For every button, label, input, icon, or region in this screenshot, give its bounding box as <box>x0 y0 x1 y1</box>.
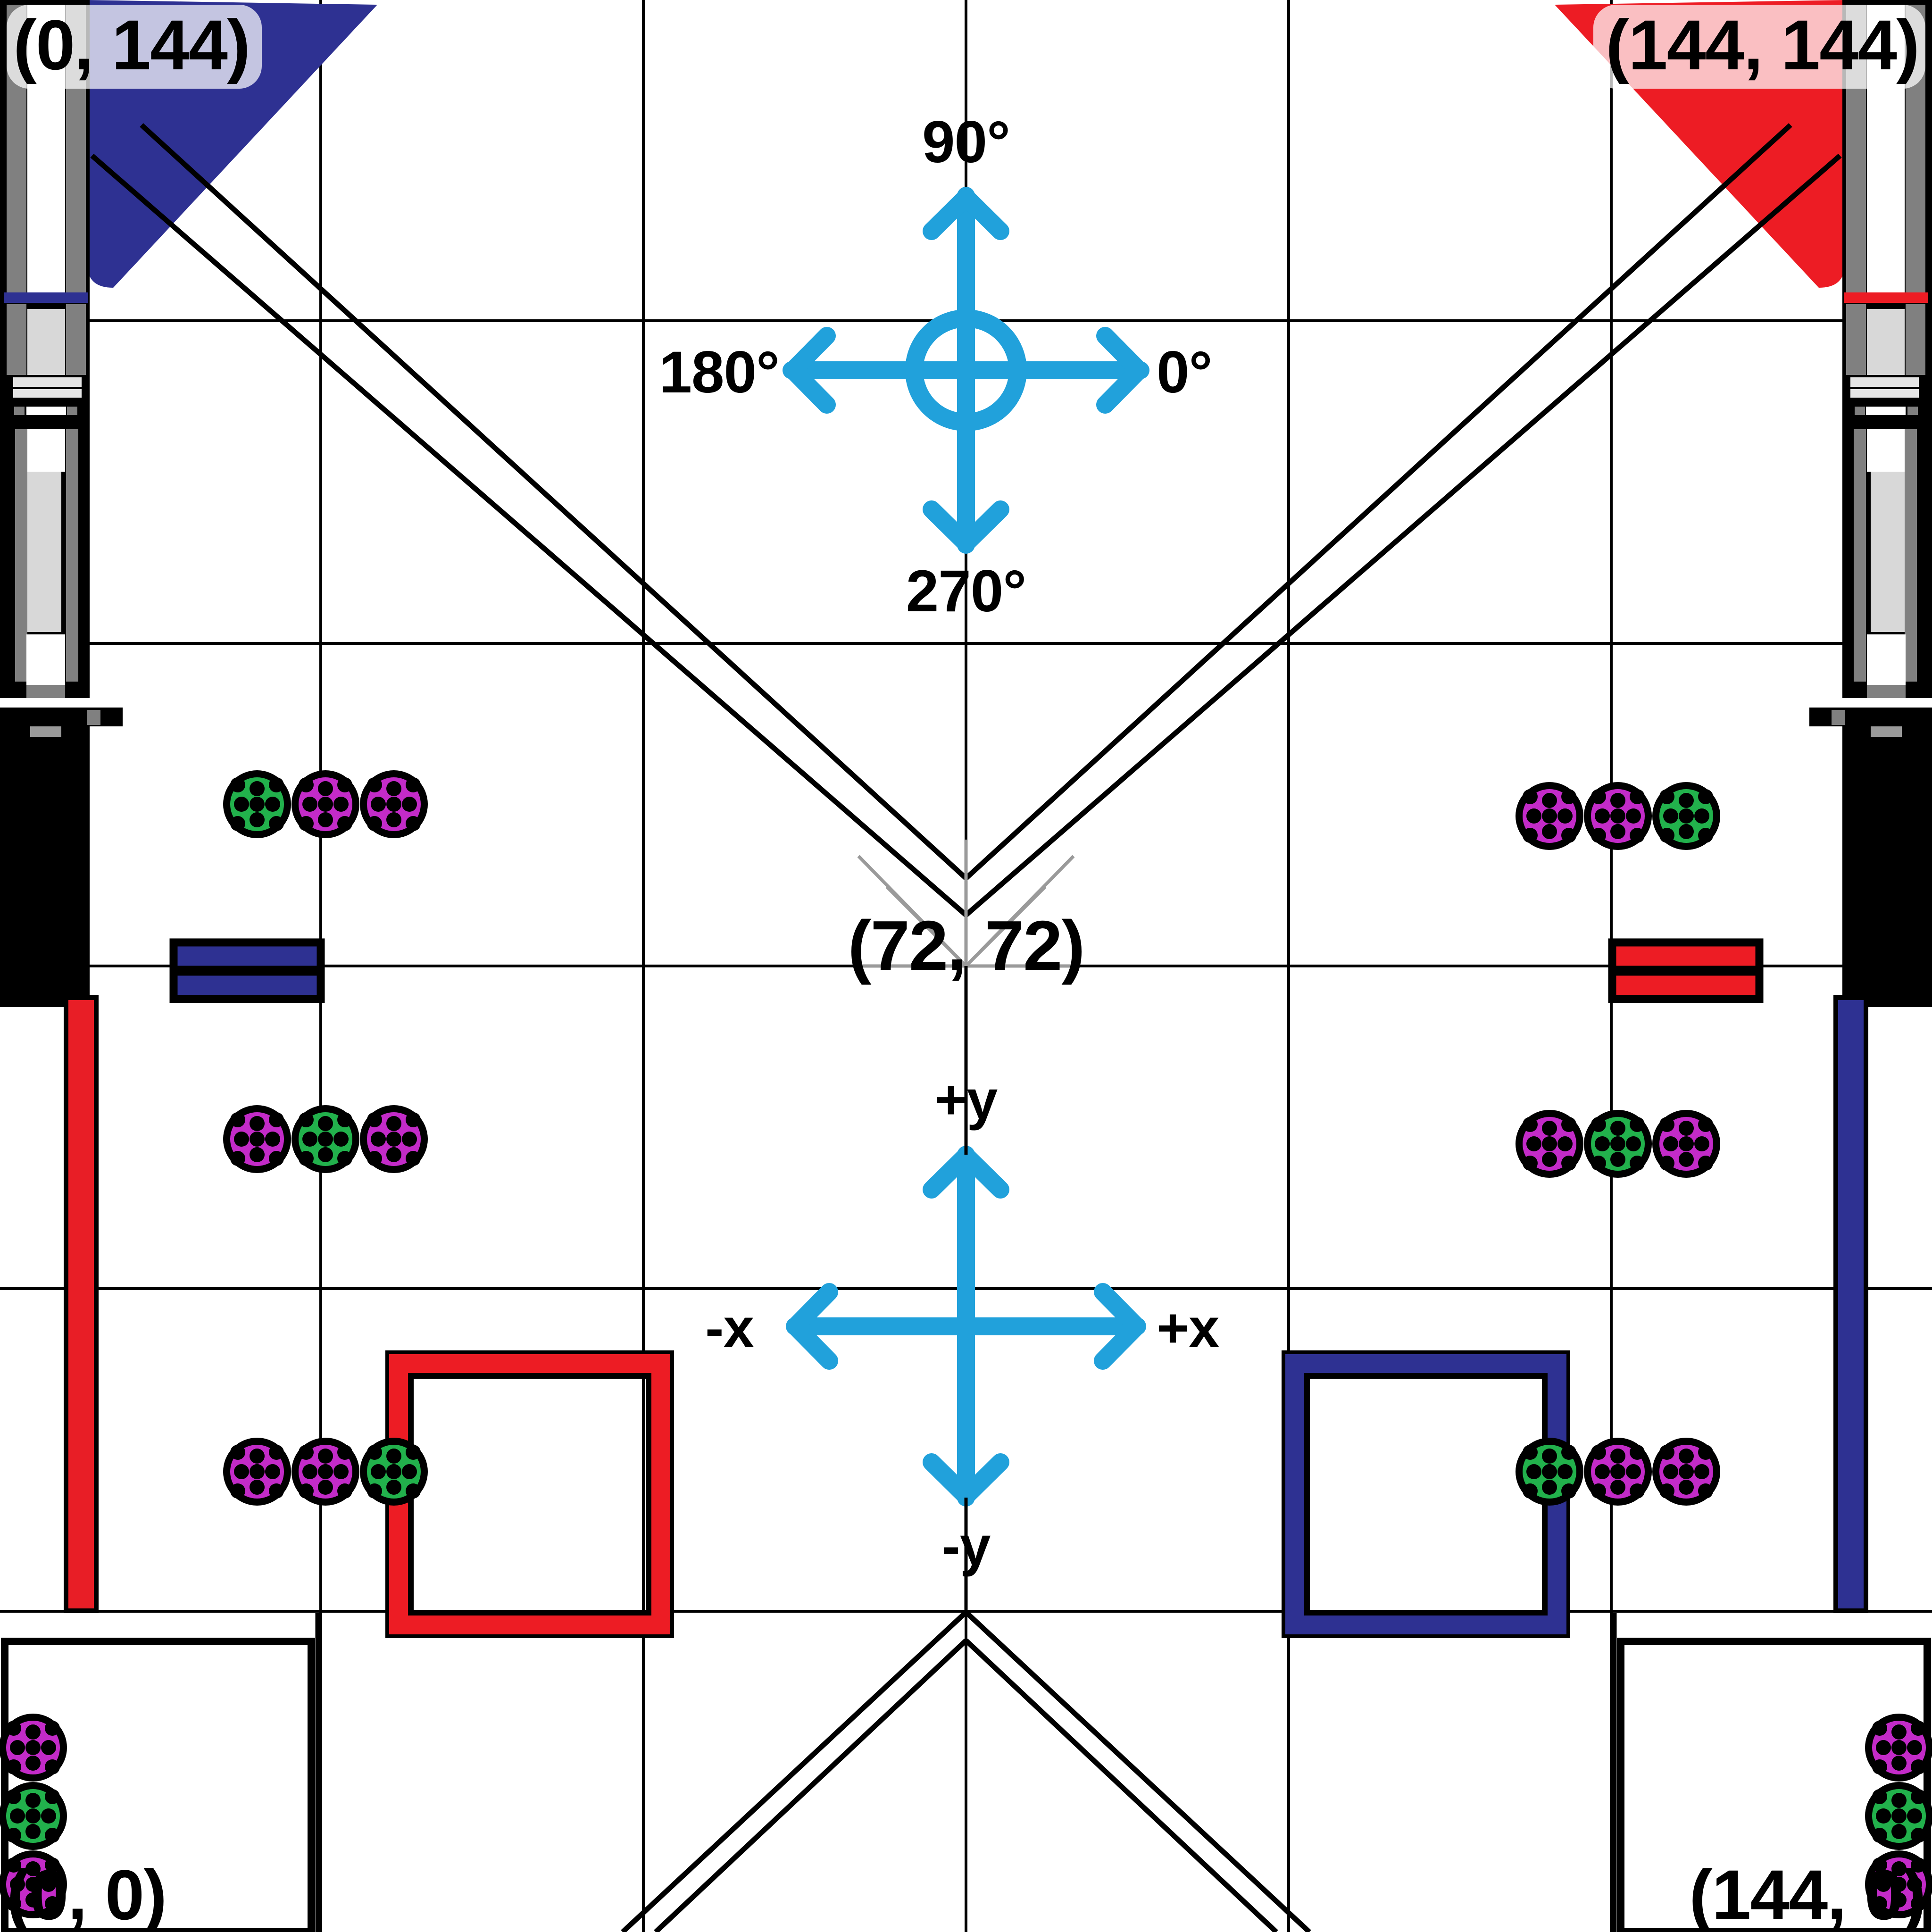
game-piece-cluster-lower-left <box>223 1438 428 1506</box>
compass-label-south: 270° <box>906 558 1027 624</box>
red-outline-box <box>385 1350 674 1638</box>
compass-label-west: 180° <box>659 340 780 405</box>
field-diagonal-lines-lower <box>621 1610 1311 1932</box>
center-coordinate-label: (72, 72) <box>848 906 1085 985</box>
corner-label-top-right: (144, 144) <box>1593 5 1925 89</box>
bottom-left-loading-station <box>1 1613 322 1932</box>
red-scoring-bars <box>1608 938 1764 1003</box>
axis-label-minus-x: -x <box>705 1297 754 1359</box>
corner-label-bottom-right: (144, 0) <box>1689 1855 1926 1932</box>
blue-outline-box <box>1282 1350 1570 1638</box>
right-tower-structure <box>1809 0 1932 1007</box>
blue-wall-stripe-right <box>1833 995 1868 1613</box>
game-piece-cluster-upper-left <box>223 770 428 838</box>
axis-label-plus-x: +x <box>1157 1297 1220 1359</box>
blue-scoring-bars <box>169 938 325 1003</box>
bottom-right-loading-station <box>1610 1613 1931 1932</box>
corner-label-bottom-left: (0, 0) <box>7 1855 167 1932</box>
corner-label-top-left: (0, 144) <box>7 5 262 89</box>
game-piece-cluster-mid-right <box>1516 1110 1720 1178</box>
compass-rose <box>783 187 1149 554</box>
axis-label-minus-y: -y <box>941 1515 991 1577</box>
axis-label-plus-y: +y <box>934 1069 998 1131</box>
game-piece-cluster-lower-right <box>1516 1438 1720 1506</box>
compass-label-east: 0° <box>1157 340 1213 405</box>
field-diagonal-lines-upper <box>90 123 1842 917</box>
game-piece-cluster-mid-left <box>223 1105 428 1173</box>
compass-label-north: 90° <box>922 109 1010 175</box>
red-wall-stripe-left <box>64 995 99 1613</box>
game-piece-cluster-upper-right <box>1516 782 1720 850</box>
xy-axis-indicator <box>786 1146 1146 1507</box>
